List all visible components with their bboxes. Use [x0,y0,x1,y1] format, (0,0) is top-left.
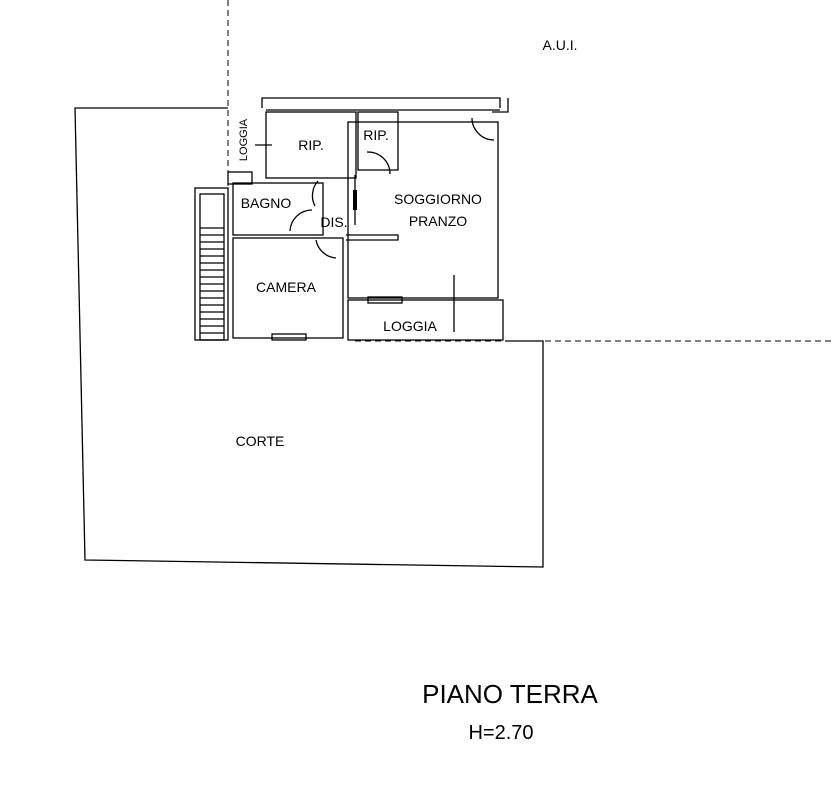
door-swings [289,117,495,259]
label-bagno: BAGNO [241,195,292,211]
building-walls [227,97,509,341]
label-loggia-front: LOGGIA [383,318,437,334]
label-aui: A.U.I. [542,37,577,53]
label-rip-1: RIP. [298,137,323,153]
label-soggiorno: SOGGIORNO [394,191,482,207]
corte-boundary [74,107,544,568]
staircase [194,187,229,341]
label-pranzo: PRANZO [409,213,467,229]
label-camera: CAMERA [256,279,317,295]
plan-height: H=2.70 [468,722,533,744]
label-rip-2: RIP. [363,127,388,143]
label-dis: DIS. [320,214,347,230]
label-loggia-side: LOGGIA [238,118,250,161]
plan-title: PIANO TERRA [422,679,598,709]
label-corte: CORTE [236,433,285,449]
